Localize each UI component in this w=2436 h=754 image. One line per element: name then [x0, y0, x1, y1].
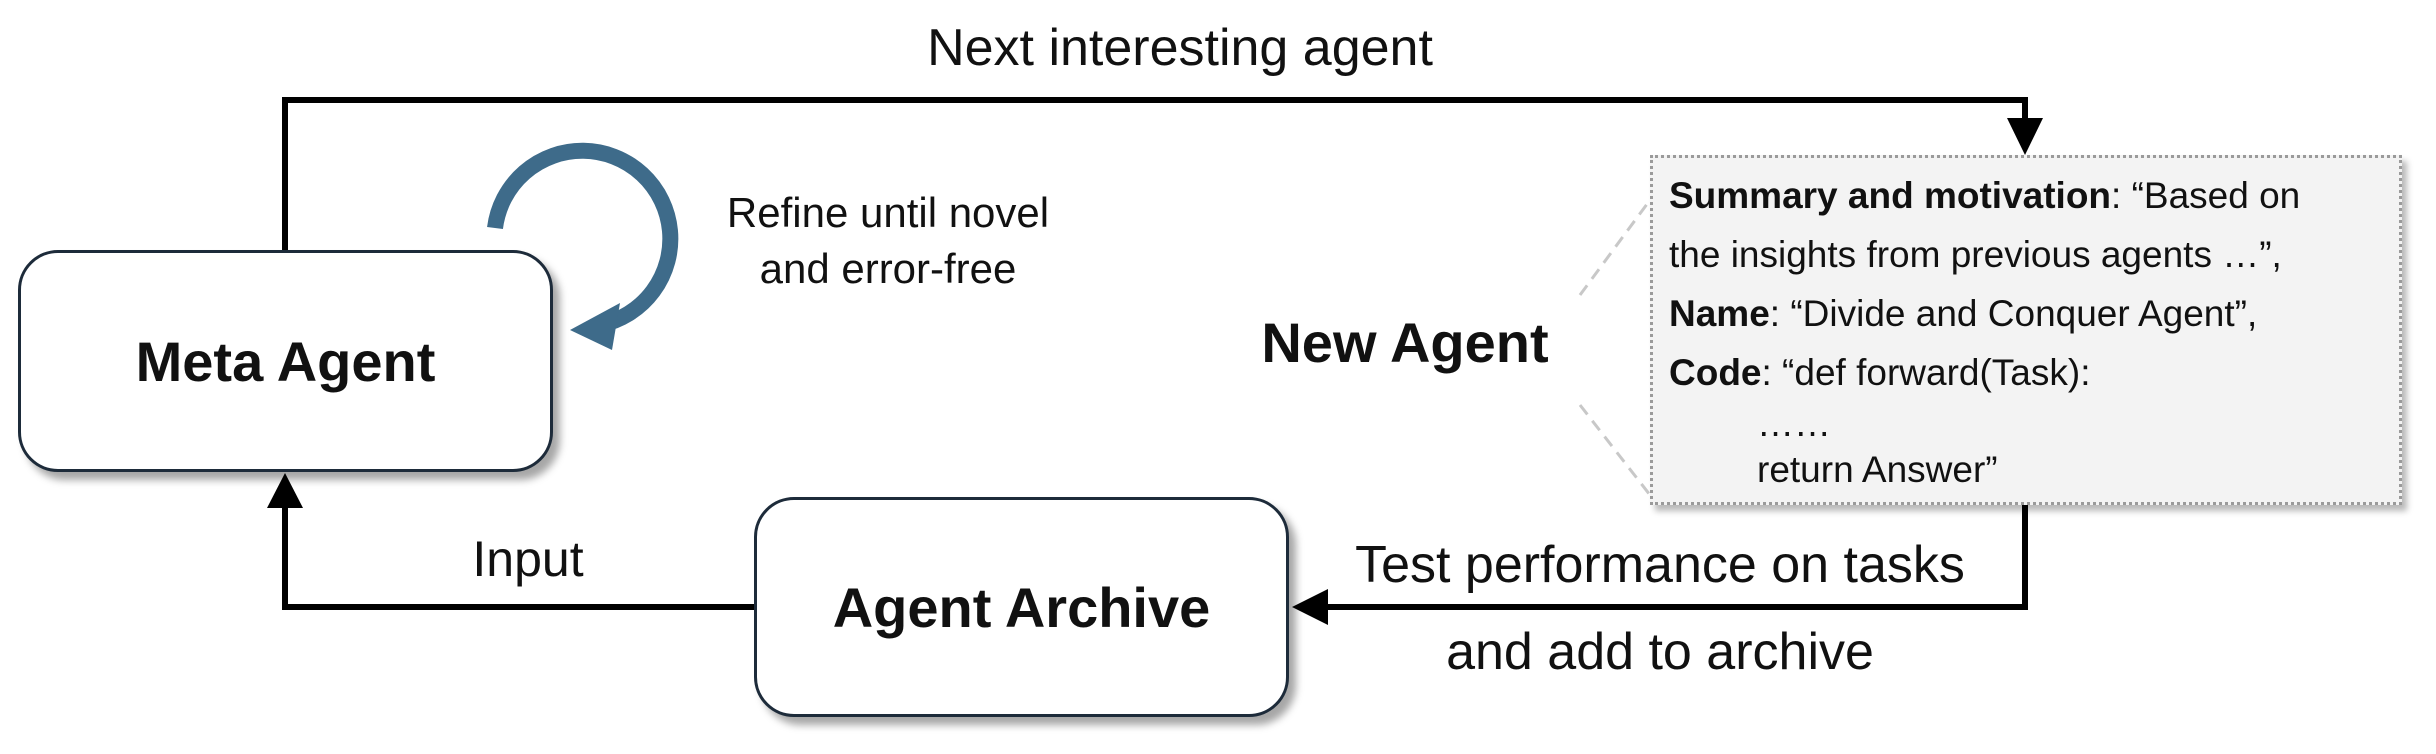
- new-agent-label: New Agent: [1261, 311, 1549, 374]
- refine-loop-arrowhead: [570, 303, 620, 350]
- code-value-start: : “def forward(Task):: [1761, 352, 2091, 393]
- test-performance-label: Test performance on tasks: [1355, 536, 1965, 594]
- code-row: Code: “def forward(Task):: [1669, 343, 2389, 402]
- callout-line-upper: [1578, 199, 1652, 296]
- name-row: Name: “Divide and Conquer Agent”,: [1669, 284, 2389, 343]
- archive-arrowhead: [1292, 589, 1328, 625]
- name-value: : “Divide and Conquer Agent”,: [1769, 293, 2258, 334]
- input-label: Input: [472, 531, 584, 587]
- refine-loop-arrow: [487, 142, 679, 333]
- summary-value-cont: the insights from previous agents …”,: [1669, 234, 2282, 275]
- new-agent-card: Summary and motivation: “Based on the in…: [1650, 155, 2402, 505]
- input-arrowhead: [267, 473, 303, 508]
- code-return: return Answer”: [1757, 449, 1998, 490]
- agent-archive-node: Agent Archive: [754, 497, 1289, 717]
- code-key: Code: [1669, 352, 1762, 393]
- archive-connector: [1320, 505, 2028, 610]
- summary-value-start: : “Based on: [2111, 175, 2301, 216]
- refine-label-line1: Refine until novel: [726, 189, 1050, 236]
- name-key: Name: [1669, 293, 1770, 334]
- input-connector: [282, 500, 754, 610]
- callout-line-lower: [1578, 404, 1652, 496]
- refine-label: Refine until novel and error-free: [727, 185, 1049, 297]
- refine-label-line2: and error-free: [759, 245, 1017, 292]
- summary-row: Summary and motivation: “Based on: [1669, 166, 2389, 225]
- agent-archive-label: Agent Archive: [832, 575, 1211, 639]
- meta-agent-label: Meta Agent: [135, 329, 436, 393]
- next-agent-connector: [282, 97, 2028, 250]
- next-agent-arrowhead: [2007, 118, 2043, 155]
- summary-key: Summary and motivation: [1669, 175, 2112, 216]
- next-interesting-agent-label: Next interesting agent: [927, 19, 1433, 77]
- code-ellipsis: ……: [1757, 403, 1831, 444]
- add-to-archive-label: and add to archive: [1446, 623, 1874, 681]
- meta-agent-node: Meta Agent: [18, 250, 553, 472]
